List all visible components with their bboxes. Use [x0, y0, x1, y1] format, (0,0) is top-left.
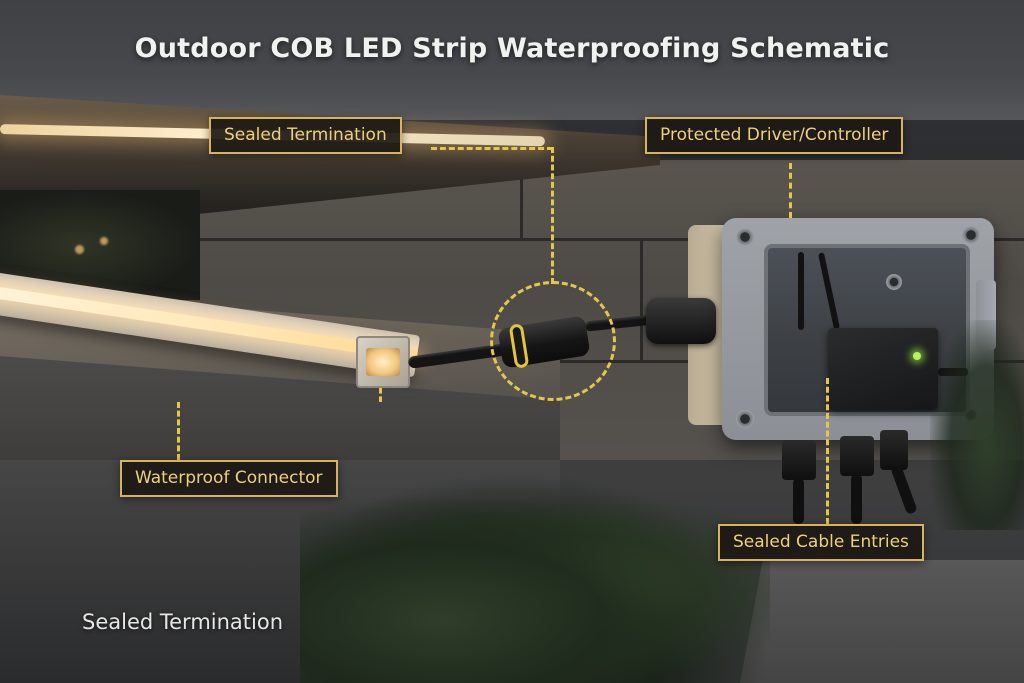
- ceiling-slab: [0, 0, 1024, 120]
- leader-line-connector: [177, 402, 180, 460]
- side-cable-gland: [646, 298, 716, 344]
- right-plants: [930, 320, 1024, 530]
- callout-sealed-termination: Sealed Termination: [209, 117, 402, 154]
- leader-line-cable-entries: [826, 378, 829, 524]
- bottom-cable-gland: [782, 440, 816, 480]
- leader-line-sealed-termination: [551, 147, 554, 284]
- stone-step: [740, 560, 1024, 683]
- internal-wire: [798, 252, 804, 330]
- end-cap-light: [366, 348, 400, 376]
- page-title: Outdoor COB LED Strip Waterproofing Sche…: [134, 33, 890, 64]
- drop-cable: [890, 464, 918, 515]
- bottom-caption: Sealed Termination: [82, 610, 284, 634]
- leader-line-sealed-termination: [431, 147, 553, 150]
- bottom-cable-gland: [880, 430, 908, 470]
- profile-end-cap: [356, 336, 410, 388]
- driver-controller-box: [828, 328, 938, 410]
- callout-waterproof-connector: Waterproof Connector: [120, 460, 338, 497]
- drop-cable: [851, 474, 862, 524]
- foreground-plants: [300, 470, 770, 683]
- status-led-icon: [913, 352, 921, 360]
- callout-protected-driver: Protected Driver/Controller: [645, 117, 904, 154]
- leader-line-driver: [789, 163, 792, 218]
- bottom-cable-gland: [840, 436, 874, 476]
- callout-sealed-cable-entries: Sealed Cable Entries: [718, 524, 924, 561]
- wall-joint: [640, 240, 643, 360]
- connector-highlight-circle: [490, 281, 616, 401]
- screw-icon: [962, 226, 980, 244]
- wall-joint: [120, 238, 1024, 241]
- internal-wire: [817, 252, 841, 330]
- mount-hole-icon: [886, 274, 902, 290]
- wall-joint: [520, 160, 523, 240]
- bokeh-light: [100, 237, 108, 245]
- drop-cable: [793, 478, 804, 524]
- screw-icon: [736, 228, 754, 246]
- screw-icon: [736, 410, 754, 428]
- leader-line-endcap: [379, 388, 382, 402]
- bokeh-light: [75, 245, 84, 254]
